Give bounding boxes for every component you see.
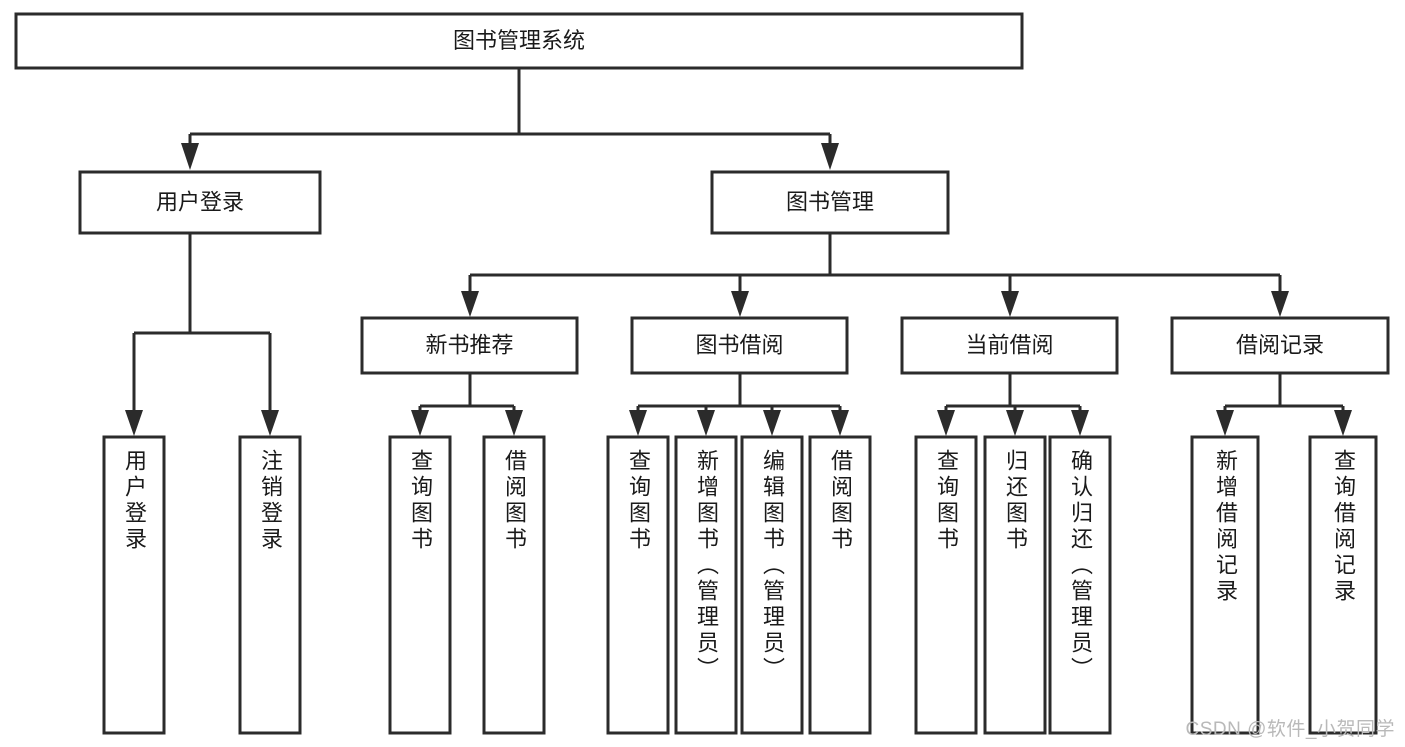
arrowhead-leaf-borrow-add xyxy=(697,410,715,436)
node-box-group xyxy=(14,12,1390,735)
arrowhead-book-manage xyxy=(821,143,839,170)
node-box-leaf-rec-query2[interactable] xyxy=(1308,435,1378,735)
node-label-new-book-rec: 新书推荐 xyxy=(425,332,513,357)
connector-group-borrow-record xyxy=(1216,373,1352,436)
node-box-leaf-rec-query[interactable] xyxy=(388,435,452,735)
arrowhead-leaf-cur-return xyxy=(1006,410,1024,436)
arrowhead-leaf-borrow-query xyxy=(629,410,647,436)
connector-group-root xyxy=(181,68,839,170)
node-box-book-manage[interactable] xyxy=(710,170,950,235)
arrowhead-leaf-cur-confirm xyxy=(1071,410,1089,436)
arrowhead-leaf-rec-query2 xyxy=(1334,410,1352,436)
node-box-book-borrow[interactable] xyxy=(630,316,849,375)
node-box-root[interactable] xyxy=(14,12,1024,70)
node-box-leaf-rec-add[interactable] xyxy=(1190,435,1260,735)
watermark: CSDN @软件_小贺同学 xyxy=(1185,719,1395,740)
node-box-leaf-borrow-lend[interactable] xyxy=(808,435,872,735)
arrowhead-user-login xyxy=(181,143,199,170)
node-box-leaf-cur-confirm[interactable] xyxy=(1048,435,1112,735)
node-label-current-borrow: 当前借阅 xyxy=(965,332,1053,357)
node-box-current-borrow[interactable] xyxy=(900,316,1119,375)
node-box-leaf-user-login[interactable] xyxy=(102,435,166,735)
arrowhead-leaf-rec-borrow xyxy=(505,410,523,436)
node-label-borrow-record: 借阅记录 xyxy=(1236,332,1324,357)
arrowhead-leaf-borrow-lend xyxy=(831,410,849,436)
arrowhead-leaf-rec-add xyxy=(1216,410,1234,436)
node-label-book-borrow: 图书借阅 xyxy=(695,332,783,357)
connector-group-current-borrow xyxy=(937,373,1089,436)
node-box-leaf-cur-return[interactable] xyxy=(983,435,1047,735)
arrowhead-leaf-user-logout xyxy=(261,410,279,436)
connector-group-user-login xyxy=(125,233,279,436)
connector-group-new-book-rec xyxy=(411,373,523,436)
node-label-root: 图书管理系统 xyxy=(453,28,585,53)
connector-group-book-borrow xyxy=(629,373,849,436)
arrowhead-current-borrow xyxy=(1001,291,1019,317)
node-box-borrow-record[interactable] xyxy=(1170,316,1390,375)
arrowhead-new-book-rec xyxy=(461,291,479,317)
arrowhead-leaf-cur-query xyxy=(937,410,955,436)
node-box-leaf-rec-borrow[interactable] xyxy=(482,435,546,735)
arrowhead-leaf-rec-query xyxy=(411,410,429,436)
node-box-leaf-user-logout[interactable] xyxy=(238,435,302,735)
node-box-leaf-cur-query[interactable] xyxy=(914,435,978,735)
node-box-new-book-rec[interactable] xyxy=(360,316,579,375)
node-label-book-manage: 图书管理 xyxy=(786,189,874,214)
node-label-user-login: 用户登录 xyxy=(156,189,244,214)
arrowhead-borrow-record xyxy=(1271,291,1289,317)
arrowhead-leaf-user-login xyxy=(125,410,143,436)
node-box-leaf-borrow-add[interactable] xyxy=(674,435,738,735)
arrowhead-leaf-borrow-edit xyxy=(763,410,781,436)
node-box-leaf-borrow-query[interactable] xyxy=(606,435,670,735)
node-box-leaf-borrow-edit[interactable] xyxy=(740,435,804,735)
node-box-user-login[interactable] xyxy=(78,170,322,235)
arrowhead-book-borrow xyxy=(731,291,749,317)
connector-group-book-manage xyxy=(461,233,1289,317)
